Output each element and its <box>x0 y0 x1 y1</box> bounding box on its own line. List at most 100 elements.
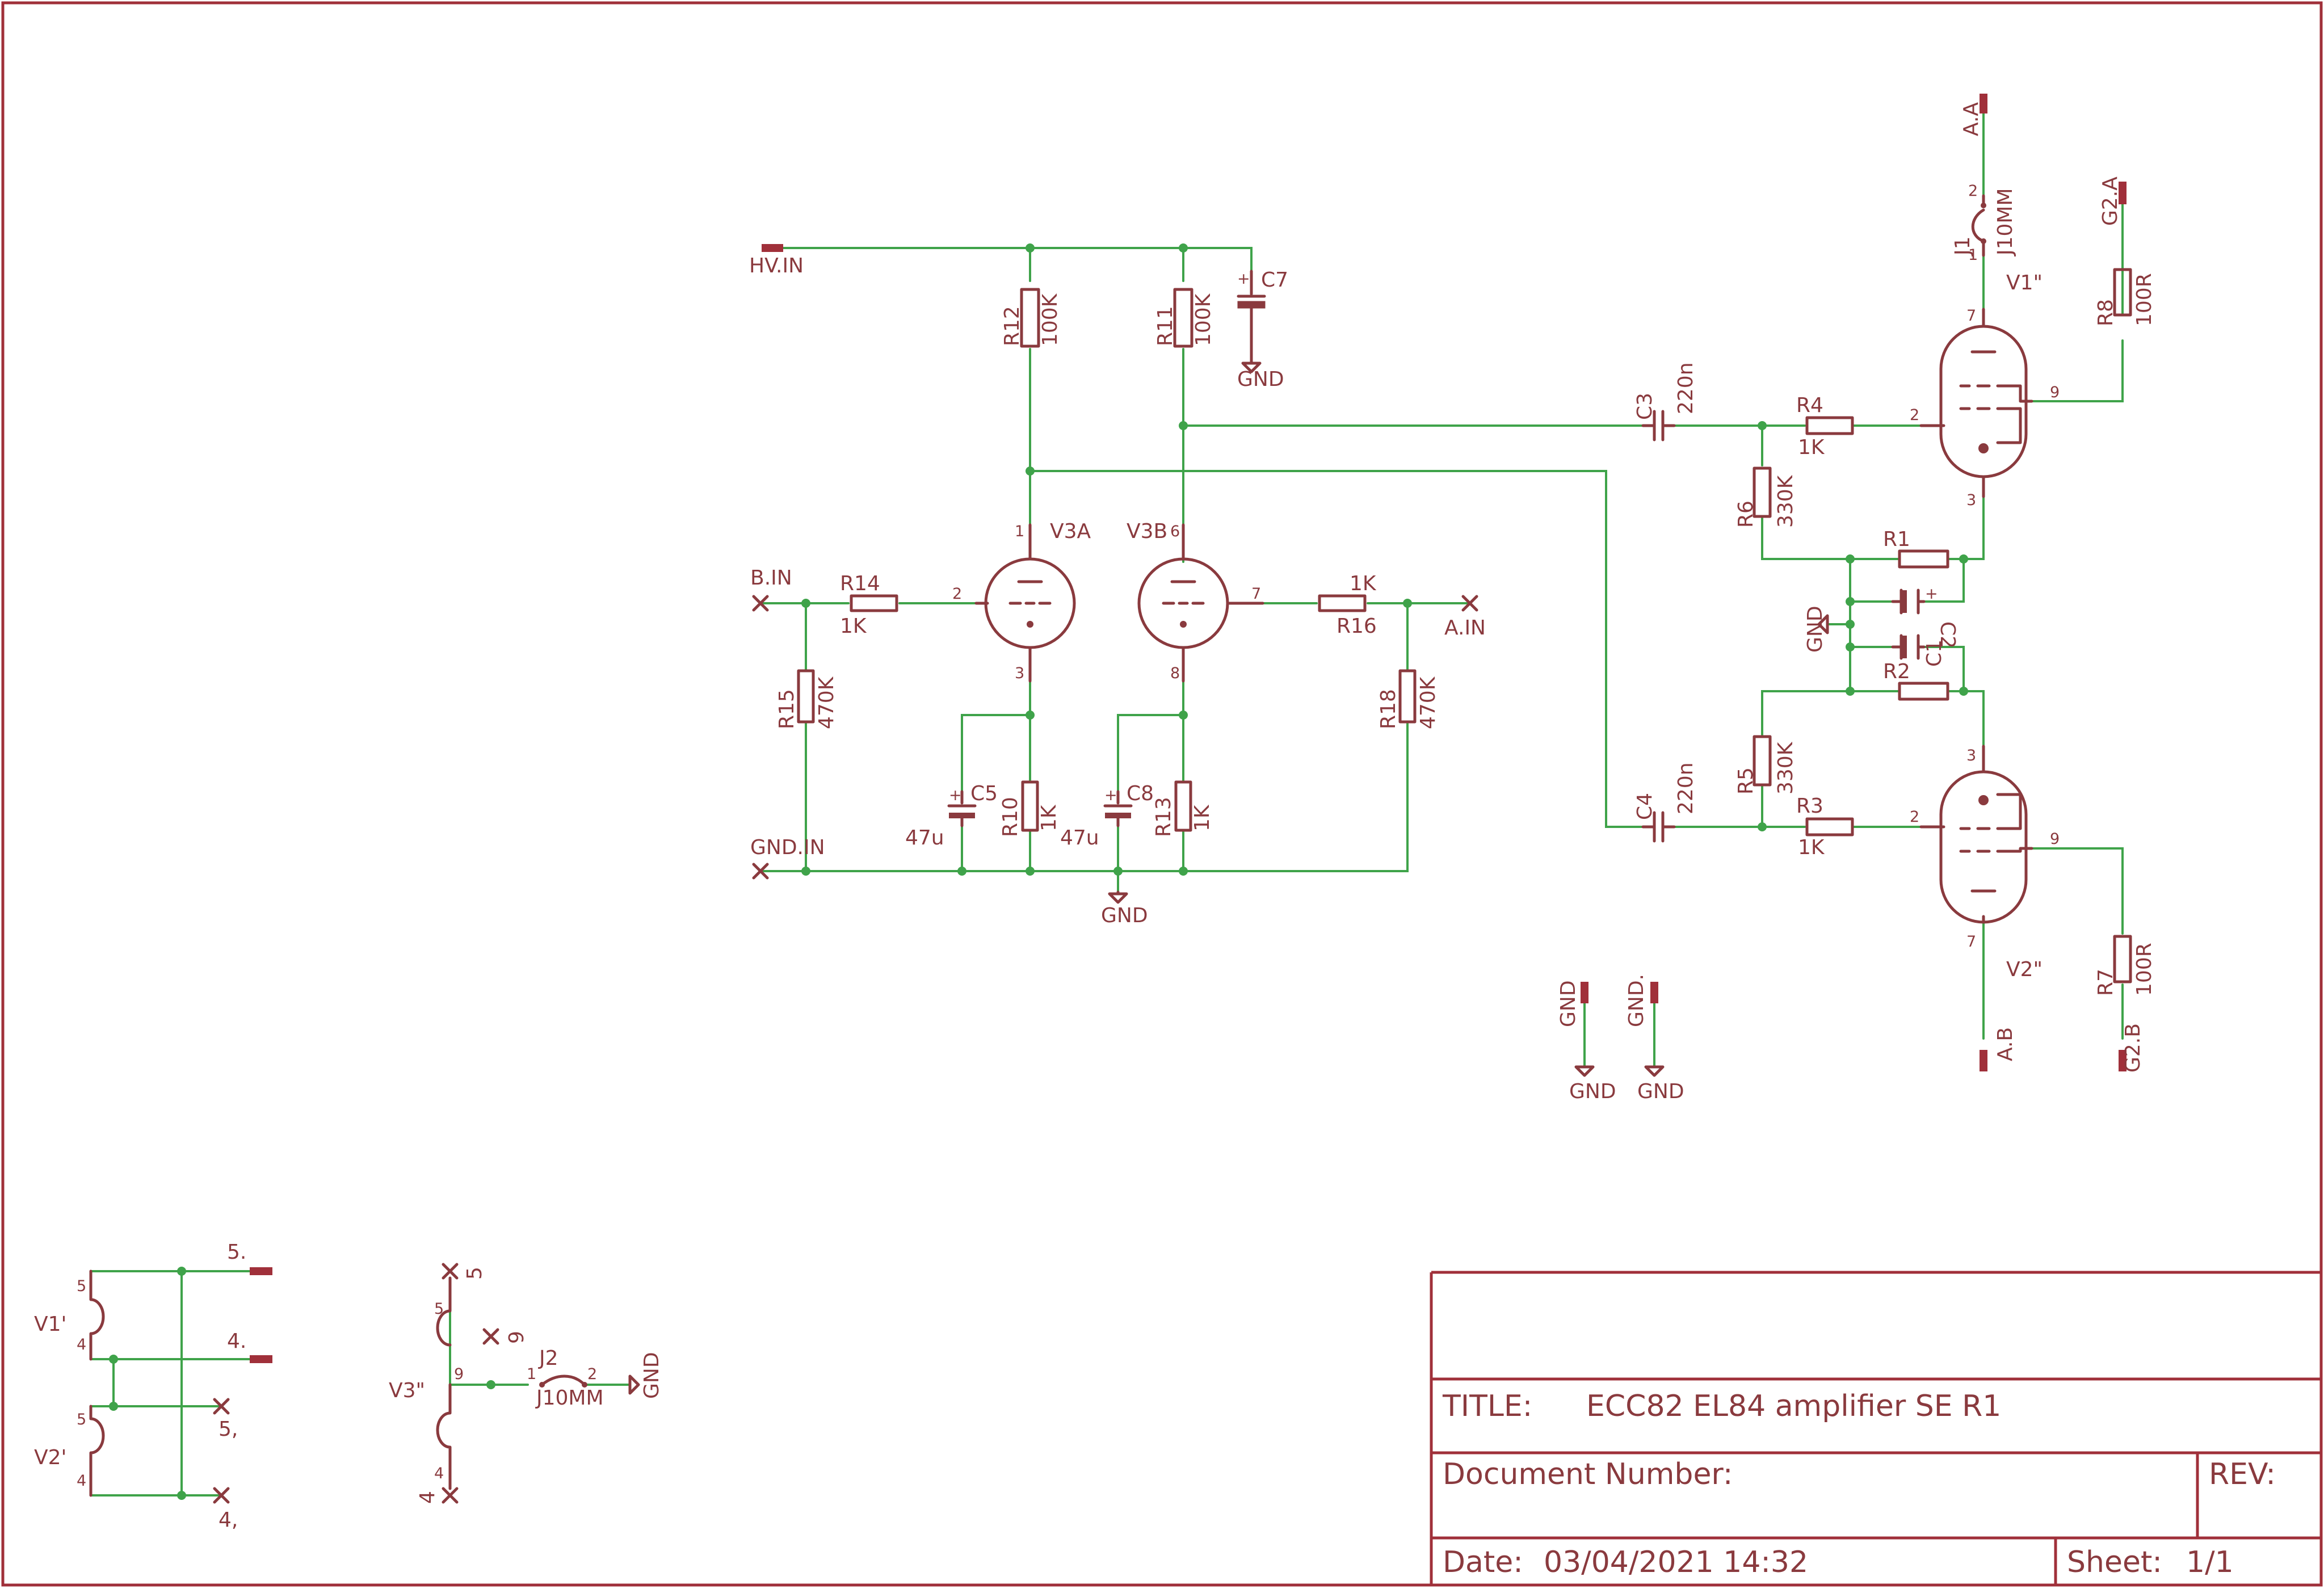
value-r16: 1K <box>1350 572 1377 595</box>
label-r10: R10 <box>999 797 1022 837</box>
gnd-symbol-2 <box>1644 1065 1665 1077</box>
value-r6: 330K <box>1774 474 1797 528</box>
svg-text:5: 5 <box>434 1300 444 1318</box>
svg-text:2: 2 <box>1910 808 1919 826</box>
label-gnd-c1c2: GND <box>1804 606 1827 653</box>
resistor-r12 <box>1020 288 1040 348</box>
label-v3a: V3A <box>1050 520 1091 543</box>
value-r13: 1K <box>1191 804 1214 831</box>
label-r8: R8 <box>2094 299 2117 326</box>
label-gnd-2: GND <box>1637 1080 1684 1103</box>
gnd-symbol-1 <box>1574 1065 1595 1077</box>
label-4-dot: 4. <box>227 1330 246 1353</box>
svg-text:3: 3 <box>1015 665 1024 682</box>
value-c5: 47u <box>905 826 944 850</box>
label-4-comma: 4, <box>218 1508 238 1532</box>
resistor-r4 <box>1805 416 1854 435</box>
resistor-r15 <box>797 669 815 724</box>
label-gnd-c7: GND <box>1237 368 1284 391</box>
svg-text:1: 1 <box>527 1365 536 1383</box>
capacitor-c5 <box>947 790 977 827</box>
label-gnd-pin2: GND. <box>1625 974 1648 1027</box>
title-label: TITLE: <box>1442 1389 1532 1423</box>
label-c1: C1 <box>1923 640 1946 667</box>
label-a-in: A.IN <box>1444 616 1486 640</box>
resistor-r8 <box>2113 268 2132 317</box>
value-c4: 220n <box>1674 762 1697 814</box>
capacitor-c4 <box>1641 811 1676 843</box>
label-nc4: 4 <box>416 1491 439 1504</box>
label-5-dot: 5. <box>227 1241 246 1264</box>
value-r18: 470K <box>1417 676 1440 729</box>
svg-text:6: 6 <box>1170 523 1180 540</box>
resistor-r7 <box>2113 935 2132 983</box>
svg-text:+: + <box>1237 270 1250 288</box>
label-r7: R7 <box>2094 969 2117 996</box>
label-r6: R6 <box>1734 501 1758 528</box>
resistors <box>797 268 2132 983</box>
no-connect-markers <box>213 595 1478 1504</box>
label-g2a: G2.A <box>2099 176 2122 226</box>
label-c3: C3 <box>1633 393 1657 420</box>
label-r2: R2 <box>1883 660 1910 683</box>
label-v3b: V3B <box>1127 520 1167 543</box>
net-labels: HV.IN B.IN A.IN GND.IN GND GND GND GND A… <box>218 102 2145 1532</box>
capacitor-c7 <box>1237 270 1266 364</box>
value-j2: J10MM <box>535 1386 604 1410</box>
label-ab: A.B <box>1994 1027 2017 1061</box>
label-5-comma: 5, <box>218 1418 238 1441</box>
svg-text:7: 7 <box>1251 585 1261 603</box>
label-nc9: 9 <box>505 1331 528 1344</box>
label-c8: C8 <box>1127 782 1154 805</box>
resistor-r6 <box>1753 466 1772 518</box>
heater-v2 <box>89 1405 105 1497</box>
value-r3: 1K <box>1798 836 1825 859</box>
label-r5: R5 <box>1734 767 1758 794</box>
triode-v3a <box>974 523 1076 683</box>
svg-text:5: 5 <box>77 1277 86 1295</box>
label-gnd-pin1: GND <box>1557 980 1580 1027</box>
resistor-r2 <box>1898 682 1949 701</box>
resistor-r14 <box>850 594 898 612</box>
label-r1: R1 <box>1883 528 1910 551</box>
pentode-v2 <box>1919 745 2033 924</box>
value-r5: 330K <box>1774 741 1797 794</box>
svg-text:7: 7 <box>1966 307 1976 325</box>
capacitor-c2 <box>1891 588 1926 615</box>
capacitor-c1 <box>1891 634 1926 660</box>
label-gnd-input: GND <box>1101 904 1148 927</box>
label-c4: C4 <box>1633 793 1657 820</box>
label-r14: R14 <box>840 572 880 595</box>
label-gnd-j2: GND <box>640 1352 663 1399</box>
label-r15: R15 <box>775 689 799 729</box>
label-v2: V2" <box>2006 958 2043 981</box>
capacitors <box>947 270 1926 843</box>
value-j1: J10MM <box>1994 188 2017 257</box>
svg-text:1: 1 <box>1015 523 1024 540</box>
svg-text:9: 9 <box>2050 830 2060 848</box>
label-r4: R4 <box>1796 394 1823 417</box>
component-labels: R12 100K R11 100K C7 C3 220n C4 220n R4 … <box>34 188 2156 1469</box>
heater-v3 <box>436 1276 452 1490</box>
svg-text:2: 2 <box>587 1365 597 1383</box>
value-r10: 1K <box>1037 804 1061 831</box>
value-r14: 1K <box>840 615 867 638</box>
value-c3: 220n <box>1674 362 1697 414</box>
date-label: Date: <box>1443 1545 1523 1579</box>
svg-text:4: 4 <box>434 1465 444 1482</box>
pentode-v1 <box>1919 308 2033 498</box>
svg-text:4: 4 <box>77 1472 86 1490</box>
label-hv-in: HV.IN <box>749 254 804 278</box>
value-r4: 1K <box>1798 436 1825 459</box>
svg-text:2: 2 <box>1910 406 1919 424</box>
resistor-r18 <box>1398 669 1417 724</box>
document-number-label: Document Number: <box>1443 1457 1733 1491</box>
label-c7: C7 <box>1261 268 1288 292</box>
label-gnd-in: GND.IN <box>750 836 825 859</box>
svg-text:2: 2 <box>952 585 962 603</box>
resistor-r5 <box>1753 735 1772 787</box>
pin-numbers: 1 2 3 6 7 8 2 7 9 3 2 3 9 7 2 1 5 4 5 4 … <box>77 182 2060 1490</box>
label-r11: R11 <box>1154 306 1177 346</box>
svg-text:+: + <box>949 787 962 804</box>
label-r18: R18 <box>1377 689 1400 729</box>
